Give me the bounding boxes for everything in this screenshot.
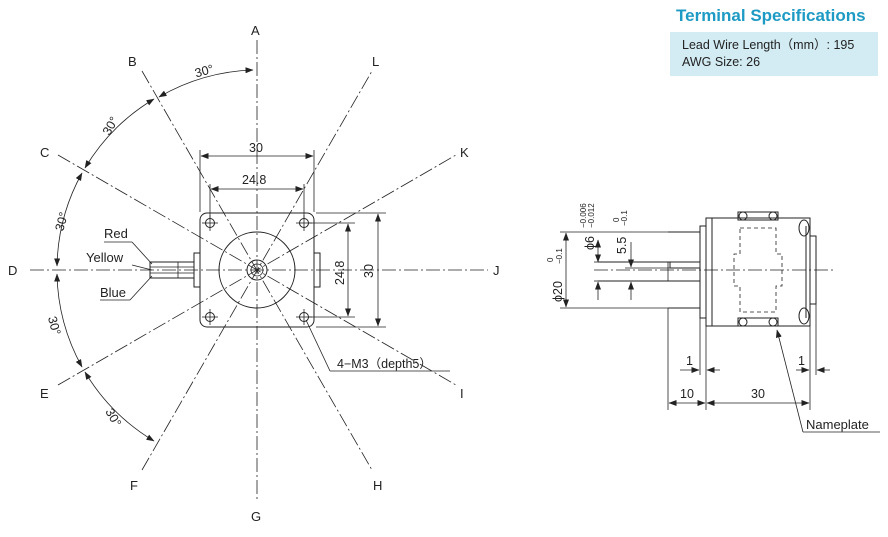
angle-label-de: 30° — [45, 315, 63, 337]
dir-label-f: F — [130, 478, 138, 493]
motor-body — [705, 217, 811, 327]
dim-flat: 5.5 — [615, 237, 629, 254]
nameplate-label: Nameplate — [806, 417, 869, 432]
angle-arc-bc — [84, 98, 155, 169]
dim-flat-tol-upper: 0 — [612, 217, 621, 222]
dir-label-l: L — [372, 54, 379, 69]
shaft-flat — [669, 261, 701, 269]
dim-gap-right: 1 — [798, 354, 805, 368]
dir-label-c: C — [40, 145, 49, 160]
dir-label-a: A — [251, 23, 260, 38]
dim-shaft-len: 10 — [680, 387, 694, 401]
dir-label-k: K — [460, 145, 469, 160]
spec-box: Lead Wire Length（mm）: 195 AWG Size: 26 — [670, 32, 878, 76]
dir-label-h: H — [373, 478, 382, 493]
angle-label-ef: 30° — [102, 406, 124, 429]
screw-spec: 4−M3（depth5） — [337, 357, 432, 371]
dim-gap-left: 1 — [686, 354, 693, 368]
inner-hidden-outline — [733, 227, 783, 313]
wire-label-yellow: Yellow — [86, 250, 124, 265]
shaft-inner — [250, 263, 264, 277]
lead-exit-right — [313, 252, 321, 288]
nameplate-leader — [775, 329, 804, 433]
dim-boss-dia: ϕ20 — [551, 281, 565, 302]
leader-yellow — [131, 264, 153, 271]
dir-label-d: D — [8, 263, 17, 278]
screw-leader — [305, 319, 331, 372]
dim-outer-height: 30 — [362, 264, 376, 278]
dim-boss-tol-upper: 0 — [546, 257, 555, 262]
lead-wire-spec: Lead Wire Length（mm）: 195 — [682, 38, 855, 52]
dim-shaft-tol-lower: −0.012 — [587, 203, 596, 228]
right-end-plate — [809, 235, 817, 305]
wire-label-blue: Blue — [100, 285, 126, 300]
angle-arc-cd — [54, 172, 83, 267]
dim-hole-width: 24.8 — [242, 173, 266, 187]
angle-label-ab: 30° — [193, 62, 215, 80]
dir-label-e: E — [40, 386, 49, 401]
leader-blue-2 — [129, 275, 153, 301]
boss-circle — [218, 231, 296, 309]
spec-title: Terminal Specifications — [676, 6, 866, 25]
dim-flat-tol-lower: −0.1 — [620, 210, 629, 226]
dir-label-b: B — [128, 54, 137, 69]
leader-red-2 — [131, 241, 153, 265]
top-cap — [737, 211, 779, 221]
dim-hole-height: 24.8 — [333, 261, 347, 285]
dim-boss-tol-lower: −0.1 — [555, 248, 564, 264]
shaft-circle — [246, 259, 268, 281]
right-ear-bottom — [798, 307, 810, 325]
right-ear-top — [798, 219, 810, 237]
dim-shaft-dia: ϕ6 — [583, 236, 597, 250]
awg-spec: AWG Size: 26 — [682, 55, 761, 69]
angle-arc-ab — [158, 67, 254, 98]
dim-outer-width: 30 — [249, 141, 263, 155]
angle-label-cd: 30° — [53, 211, 71, 233]
bottom-cap — [737, 317, 779, 327]
dir-label-j: J — [493, 263, 500, 278]
dim-shaft-tol-upper: −0.006 — [579, 203, 588, 228]
dir-label-i: I — [460, 386, 464, 401]
axis-f-l — [141, 70, 373, 471]
dir-label-g: G — [251, 509, 261, 524]
front-view: A B C D E F G H I J K L 30° 30° 30° 30° … — [8, 23, 500, 524]
angle-arc-de — [54, 273, 83, 368]
angle-arc-ef — [84, 371, 155, 442]
front-flange — [699, 225, 707, 319]
side-view: ϕ20 0 −0.1 ϕ6 −0.006 −0.012 5.5 0 −0.1 1… — [546, 203, 880, 433]
lead-wires — [149, 261, 195, 279]
dim-body-len: 30 — [751, 387, 765, 401]
angle-label-bc: 30° — [100, 114, 122, 137]
wire-label-red: Red — [104, 226, 128, 241]
